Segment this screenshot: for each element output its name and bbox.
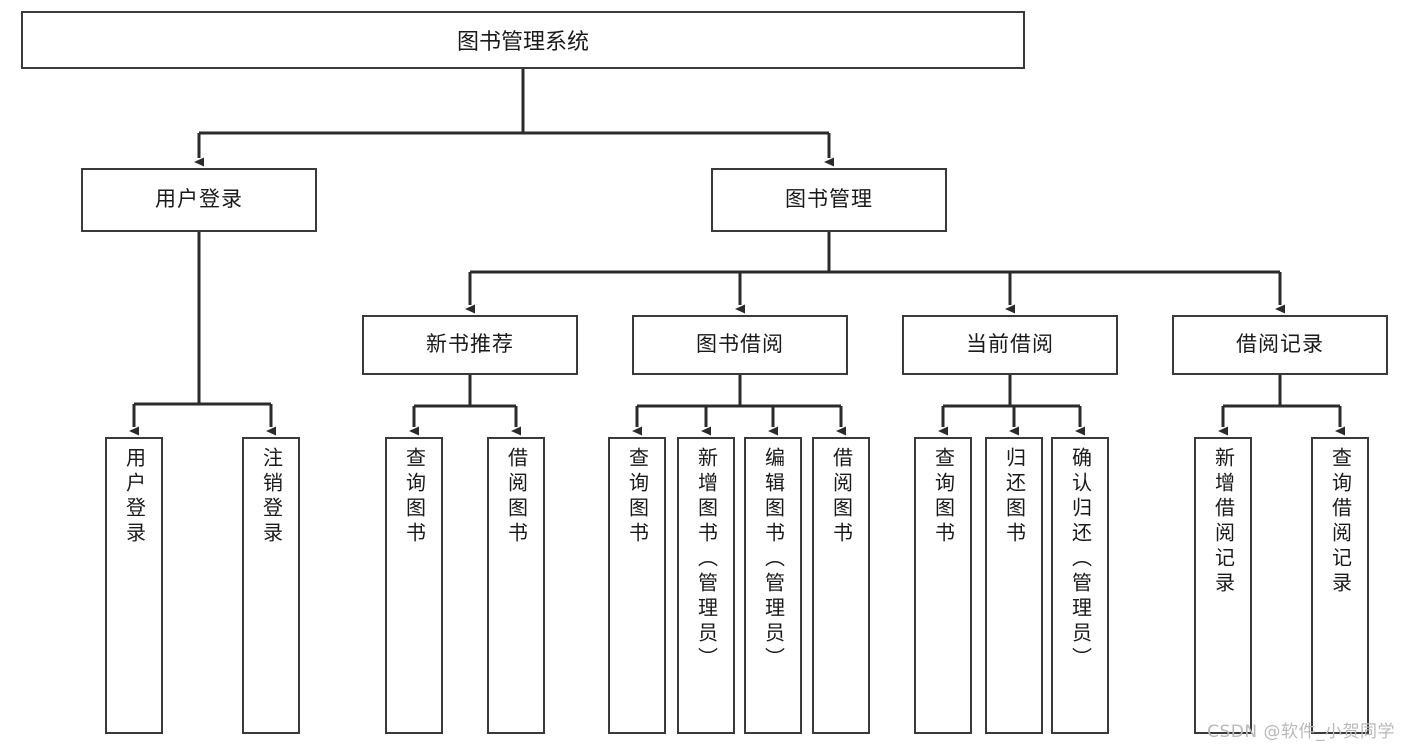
leaf-return-book[interactable]: 归还图书 bbox=[985, 437, 1043, 734]
leaf-user-login-label: 用户登录 bbox=[122, 447, 147, 547]
node-root[interactable]: 图书管理系统 bbox=[21, 11, 1025, 69]
leaf-borrow-book-2-label: 借阅图书 bbox=[829, 447, 854, 547]
leaf-logout-label: 注销登录 bbox=[259, 447, 284, 547]
leaf-edit-book-label: 编辑图书（管理员） bbox=[761, 447, 786, 672]
node-borrow-record-label: 借阅记录 bbox=[1236, 332, 1324, 357]
leaf-query-book-1-label: 查询图书 bbox=[402, 447, 427, 547]
leaf-query-book-2[interactable]: 查询图书 bbox=[608, 437, 666, 734]
leaf-query-book-2-label: 查询图书 bbox=[625, 447, 650, 547]
leaf-borrow-book-1-label: 借阅图书 bbox=[504, 447, 529, 547]
node-book-borrow[interactable]: 图书借阅 bbox=[632, 315, 848, 375]
leaf-query-record-label: 查询借阅记录 bbox=[1328, 447, 1353, 597]
node-user-login-label: 用户登录 bbox=[155, 187, 243, 212]
leaf-query-book-3[interactable]: 查询图书 bbox=[914, 437, 972, 734]
leaf-add-record-label: 新增借阅记录 bbox=[1211, 447, 1236, 597]
leaf-borrow-book-1[interactable]: 借阅图书 bbox=[487, 437, 545, 734]
node-book-manage[interactable]: 图书管理 bbox=[711, 168, 947, 232]
leaf-user-login[interactable]: 用户登录 bbox=[105, 437, 163, 734]
node-user-login[interactable]: 用户登录 bbox=[81, 168, 317, 232]
leaf-add-book-label: 新增图书（管理员） bbox=[694, 447, 719, 672]
node-new-book-recommend[interactable]: 新书推荐 bbox=[362, 315, 578, 375]
leaf-query-record[interactable]: 查询借阅记录 bbox=[1311, 437, 1369, 734]
node-root-label: 图书管理系统 bbox=[456, 30, 589, 55]
leaf-edit-book[interactable]: 编辑图书（管理员） bbox=[744, 437, 802, 734]
leaf-query-book-1[interactable]: 查询图书 bbox=[385, 437, 443, 734]
leaf-borrow-book-2[interactable]: 借阅图书 bbox=[812, 437, 870, 734]
csdn-watermark: CSDN @软件_小贺同学 bbox=[1207, 722, 1395, 742]
node-book-manage-label: 图书管理 bbox=[785, 187, 873, 212]
node-current-borrow-label: 当前借阅 bbox=[966, 332, 1054, 357]
leaf-logout[interactable]: 注销登录 bbox=[242, 437, 300, 734]
node-borrow-record[interactable]: 借阅记录 bbox=[1172, 315, 1388, 375]
node-new-book-recommend-label: 新书推荐 bbox=[426, 332, 514, 357]
node-current-borrow[interactable]: 当前借阅 bbox=[902, 315, 1118, 375]
leaf-confirm-return[interactable]: 确认归还（管理员） bbox=[1051, 437, 1109, 734]
leaf-query-book-3-label: 查询图书 bbox=[931, 447, 956, 547]
leaf-return-book-label: 归还图书 bbox=[1002, 447, 1027, 547]
leaf-add-record[interactable]: 新增借阅记录 bbox=[1194, 437, 1252, 734]
leaf-add-book[interactable]: 新增图书（管理员） bbox=[677, 437, 735, 734]
node-book-borrow-label: 图书借阅 bbox=[696, 332, 784, 357]
leaf-confirm-return-label: 确认归还（管理员） bbox=[1068, 447, 1093, 672]
